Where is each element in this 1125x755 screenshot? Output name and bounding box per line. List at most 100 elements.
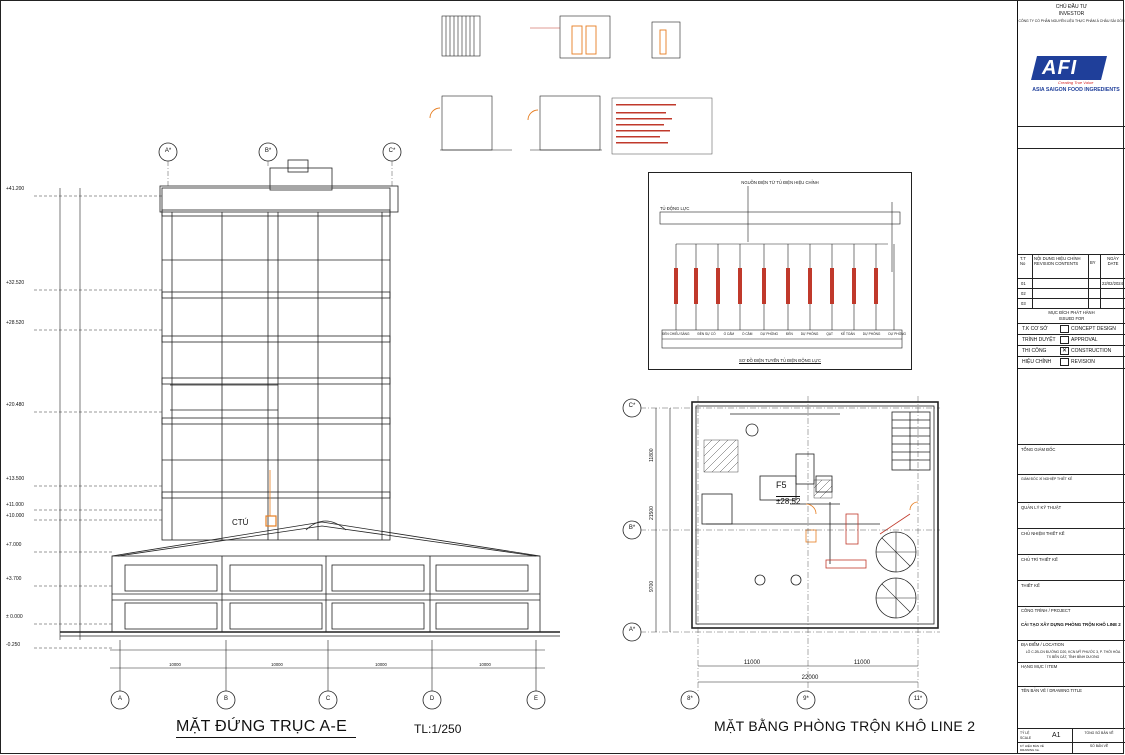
investor-label-vn: CHỦ ĐẦU TƯ	[1055, 4, 1088, 10]
level-7000: +7.000	[6, 542, 22, 548]
plan-grid-11: 11*	[913, 696, 923, 702]
investor-label-en: INVESTOR	[1058, 11, 1085, 17]
drawing-code-label: SỐ BẢN VẼ	[1089, 744, 1109, 748]
rev-col-no: T.T No	[1020, 256, 1026, 266]
elevation-scale: TL:1/250	[414, 722, 462, 736]
investor-company: CÔNG TY CỔ PHẦN NGUYÊN LIỆU THỰC PHẨM Á …	[1018, 19, 1125, 23]
plan-zone-label: F5	[776, 480, 787, 490]
checkbox-concept[interactable]	[1060, 325, 1069, 333]
tb-divider	[1018, 502, 1125, 503]
tb-divider	[1018, 554, 1125, 555]
diagram-lines	[659, 186, 903, 349]
diagram-panel: TỦ ĐỘNG LỰC	[660, 206, 690, 211]
plan-dim-total: 22000	[801, 675, 819, 681]
tb-divider	[1018, 662, 1125, 663]
tb-divider	[1018, 323, 1125, 324]
project-label: CÔNG TRÌNH / PROJECT	[1021, 608, 1071, 613]
plan-dim-bottom-2: 11000	[853, 660, 871, 666]
plan-grid-c-star: C*	[628, 403, 636, 409]
plan-dim-bottom-1: 11000	[743, 660, 761, 666]
diagram-cell: Ổ CẮM	[742, 332, 753, 336]
diagram-cell: QẠT	[826, 332, 833, 336]
sheet-size: A1	[1052, 732, 1061, 739]
location-label: ĐỊA ĐIỂM / LOCATION	[1021, 642, 1064, 647]
project-name: CẢI TẠO XÂY DỰNG PHÒNG TRỘN KHÔ LINE 2	[1021, 622, 1121, 627]
diagram-cell: DỰ PHÒNG	[888, 332, 906, 336]
scale-label: TỶ LỆ SCALE	[1020, 731, 1032, 740]
checkbox-construction[interactable]: ✕	[1060, 347, 1069, 355]
elevation-title-underline	[176, 737, 356, 738]
location-line-1: LÔ C.2B-CN ĐƯỜNG D20, KCN MỸ PHƯỚC 3, P.…	[1025, 650, 1121, 654]
plan-dim-left-2: 21500	[649, 506, 655, 520]
plan-title: MẶT BẰNG PHÒNG TRỘN KHÔ LINE 2	[714, 718, 976, 734]
diagram-footer: SƠ ĐỒ ĐIỆN TUYẾN TỦ ĐIỆN ĐỘNG LỰC	[739, 358, 821, 363]
plan-zone-value: ±28.52	[776, 496, 801, 506]
plan-grid-b-star: B*	[628, 525, 636, 531]
grid-c: C	[325, 696, 331, 702]
tb-vline	[1100, 254, 1101, 308]
tb-divider	[1018, 728, 1125, 729]
level-41200: +41.200	[6, 186, 25, 192]
afi-tagline: Creating True Value	[1058, 80, 1094, 85]
purpose-en: ISSUED FOR	[1058, 316, 1085, 321]
title-block: CHỦ ĐẦU TƯ INVESTOR CÔNG TY CỔ PHẦN NGUY…	[1017, 0, 1125, 754]
diagram-cell: DỰ PHÒNG	[760, 332, 779, 336]
tb-divider	[1018, 148, 1125, 149]
elevation-drawing: CTÚ	[34, 142, 560, 710]
diagram-cell: DỰ PHÒNG	[862, 332, 881, 336]
rev-col-date: NGÀY DATE	[1107, 256, 1119, 266]
tb-divider	[1018, 368, 1125, 369]
level-20480: +20.480	[6, 402, 25, 408]
electrical-diagram	[648, 172, 912, 370]
location-line-2: TX BẾN CÁT, TỈNH BÌNH DƯƠNG	[1046, 655, 1100, 659]
diagram-cell: ĐÈN CHIẾU SÁNG	[662, 332, 690, 336]
role-ceo: TỔNG GIÁM ĐỐC	[1021, 447, 1056, 452]
level-32520: +32.520	[6, 280, 25, 286]
tb-vline	[1032, 254, 1033, 308]
level-13500: +13.500	[6, 476, 25, 482]
tb-divider	[1018, 254, 1125, 255]
role-design-lead: CHỦ NHIỆM THIẾT KẾ	[1021, 531, 1065, 536]
role-designer: THIẾT KẾ	[1021, 583, 1040, 588]
tb-divider	[1018, 444, 1125, 445]
checkbox-revision[interactable]	[1060, 358, 1069, 366]
diagram-cell: KẾ TOÁN	[840, 332, 855, 336]
purpose-revision-en: REVISION	[1071, 359, 1095, 365]
plan-grid-a-star: A*	[628, 627, 636, 633]
plan-grid-9: 9*	[803, 696, 809, 702]
grid-a: A	[117, 696, 122, 702]
tb-vline	[1088, 254, 1089, 308]
elevation-title: MẶT ĐỨNG TRỤC A-E	[176, 718, 348, 735]
item-label: HẠNG MỤC / ITEM	[1021, 664, 1058, 669]
purpose-concept-vn: T.K CƠ SỞ	[1022, 326, 1048, 332]
tb-divider	[1018, 126, 1125, 127]
checkbox-approval[interactable]	[1060, 336, 1069, 344]
grid-b: B	[223, 696, 228, 702]
purpose-revision-vn: HIỆU CHỈNH	[1022, 359, 1052, 365]
tb-divider	[1018, 686, 1125, 687]
rev-row-no: 02	[1021, 291, 1026, 296]
tb-divider	[1018, 528, 1125, 529]
grid-b-star: B*	[264, 148, 272, 154]
grid-e: E	[533, 696, 538, 702]
plan-dim-left-3: 9700	[649, 580, 655, 592]
purpose-approval-en: APPROVAL	[1071, 337, 1098, 343]
tb-divider	[1018, 742, 1125, 743]
grid-d: D	[429, 696, 435, 702]
role-chief-designer: CHỦ TRÌ THIẾT KẾ	[1021, 557, 1058, 562]
rev-row-no: 03	[1021, 301, 1026, 306]
tb-divider	[1018, 298, 1125, 299]
diagram-header: NGUỒN ĐIỆN TỪ TỦ ĐIỆN HIỆU CHỈNH	[741, 180, 819, 185]
diagram-cell: ĐÈN	[786, 332, 793, 336]
role-design-director: GIÁM ĐỐC XÍ NGHIỆP THIẾT KẾ	[1021, 477, 1073, 481]
purpose-approval-vn: TRÌNH DUYỆT	[1022, 337, 1056, 343]
grid-c-star: C*	[388, 148, 396, 154]
purpose-concept-en: CONCEPT DESIGN	[1071, 326, 1116, 332]
rev-col-by: BY	[1090, 260, 1096, 265]
plan-grid-8: 8*	[687, 696, 693, 702]
diagram-cell: DỰ PHÒNG	[800, 332, 819, 336]
rev-row-no: 01	[1021, 281, 1026, 286]
span-bc: 10000	[271, 662, 283, 667]
level-3700: +3.700	[6, 576, 22, 582]
